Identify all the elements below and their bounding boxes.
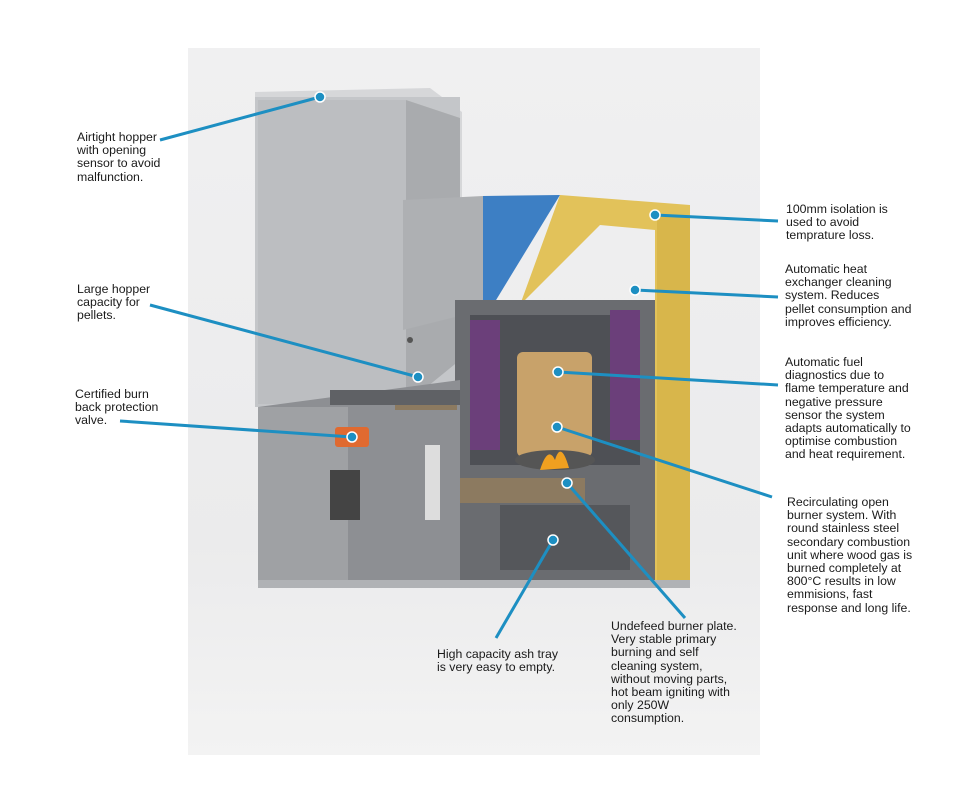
callout-burner-plate: Undefeed burner plate. Very stable prima… (611, 619, 737, 726)
callout-lines (119, 95, 779, 639)
callout-fuel-diagnostics: Automatic fuel diagnostics due to flame … (785, 355, 911, 462)
callout-burn-back-valve: Certified burn back protection valve. (75, 387, 159, 428)
top-cover-blue (483, 195, 560, 310)
callout-ash-tray: High capacity ash tray is very easy to e… (437, 647, 558, 675)
callout-recirculating-burner: Recirculating open burner system. With r… (787, 495, 913, 615)
flame (540, 451, 569, 470)
hopper (255, 88, 462, 407)
callout-airtight-hopper: Airtight hopper with opening sensor to a… (77, 130, 161, 184)
callout-isolation: 100mm isolation is used to avoid temprat… (786, 202, 888, 243)
callout-dots (314, 91, 661, 546)
callout-large-hopper: Large hopper capacity for pellets. (77, 282, 151, 323)
ash-tray (500, 505, 630, 570)
callout-heat-exchanger: Automatic heat exchanger cleaning system… (785, 262, 912, 329)
